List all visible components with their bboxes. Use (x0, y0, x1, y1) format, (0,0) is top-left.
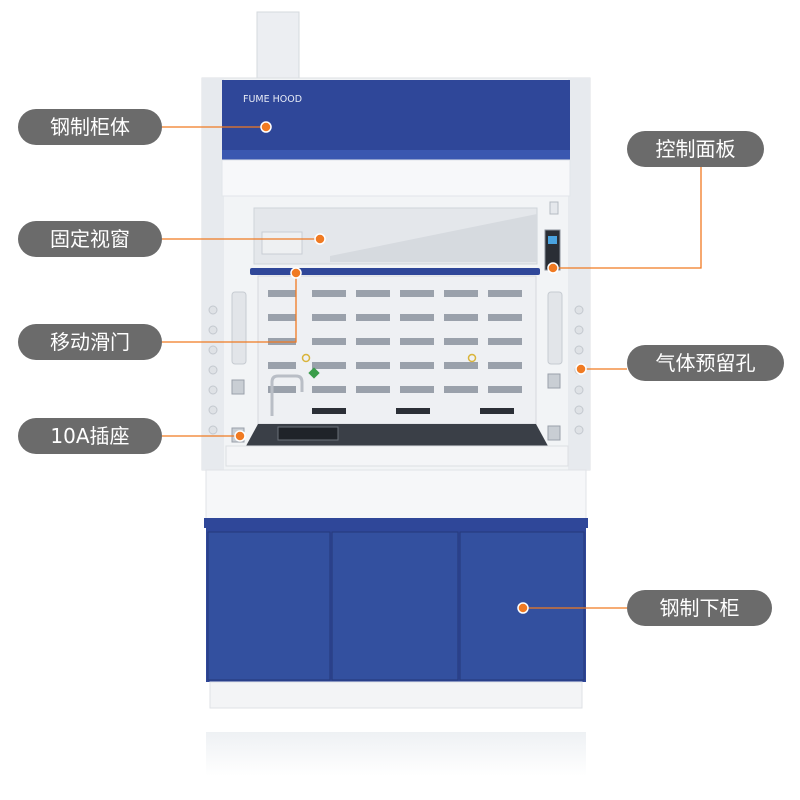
valve-right (467, 353, 477, 363)
control-panel-screen (548, 236, 557, 244)
label-control-panel: 控制面板 (627, 131, 764, 167)
chamber-back-wall (257, 275, 537, 425)
glass-reflection (330, 214, 537, 262)
leader-lines (162, 126, 702, 609)
label-socket: 10A插座 (18, 418, 162, 454)
plinth-gap (205, 469, 587, 521)
cup-sink (277, 426, 339, 441)
brand-text: FUME HOOD (243, 94, 302, 105)
worktop-edge (225, 445, 569, 467)
control-panel-button (549, 201, 559, 215)
label-steel-cabinet: 钢制柜体 (18, 109, 162, 145)
faucet (270, 374, 304, 416)
bottom-slots (312, 408, 514, 414)
left-switch (231, 379, 245, 395)
label-gas-port: 气体预留孔 (627, 345, 784, 381)
glass-fixture (261, 231, 303, 255)
sash-handle (250, 268, 540, 275)
left-side-panel (202, 78, 224, 470)
floor-reflection (206, 732, 586, 776)
label-sliding-door: 移动滑门 (18, 324, 162, 360)
label-lower-cabinet: 钢制下柜 (627, 590, 772, 626)
green-valve-icon (308, 367, 320, 379)
cabinet-base (209, 681, 583, 709)
left-gas-ports (208, 305, 218, 435)
lintel (221, 159, 571, 197)
valve-left (301, 353, 311, 363)
right-socket (547, 425, 561, 441)
left-vent-slot (231, 291, 247, 365)
upper-steel-panel (222, 80, 570, 160)
lower-cabinet-door-middle (331, 531, 459, 681)
lower-cabinet-door-left (207, 531, 331, 681)
callout-dots (234, 121, 587, 614)
right-switch (547, 373, 561, 389)
right-vent-slot (547, 291, 563, 365)
label-fixed-window: 固定视窗 (18, 221, 162, 257)
lower-cabinet-top (204, 518, 588, 528)
upper-panel-trim (222, 150, 570, 160)
exhaust-duct (256, 11, 300, 83)
